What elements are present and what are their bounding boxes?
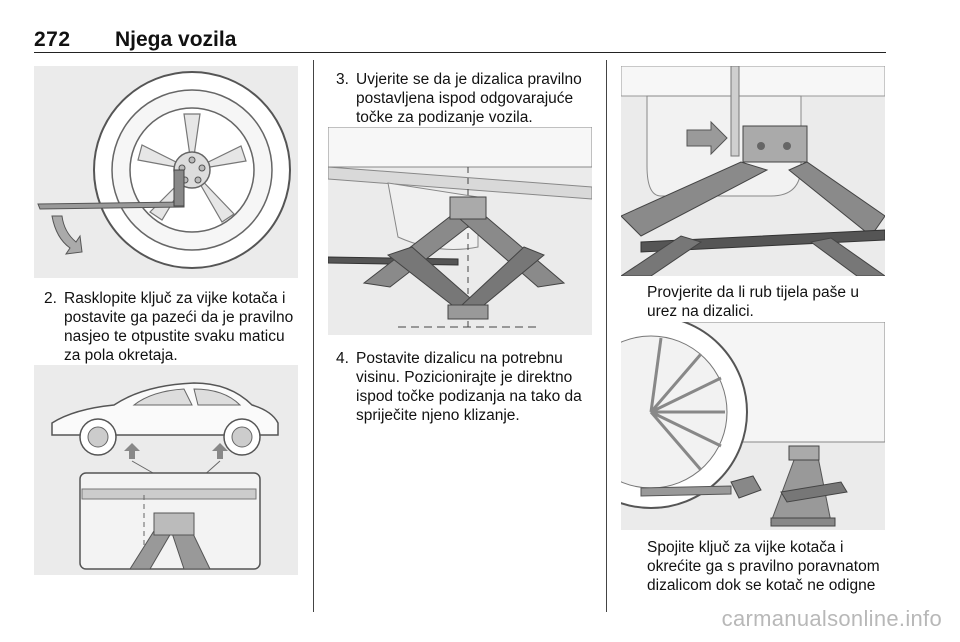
jack-under-point-illustration (328, 127, 592, 335)
column-divider-1 (313, 60, 314, 612)
step-2-text: Rasklopite ključ za vijke kotača i posta… (64, 290, 294, 364)
step-2-number: 2. (44, 290, 57, 307)
jack-notch-closeup-illustration (621, 66, 885, 276)
header-rule (34, 52, 886, 53)
page-title: Njega vozila (115, 28, 237, 51)
step-4-number: 4. (336, 350, 349, 367)
step-3-number: 3. (336, 71, 349, 88)
step-4: 4. Postavite dizalicu na potrebnu visinu.… (336, 349, 594, 425)
column-divider-2 (606, 60, 607, 612)
car-jack-points-illustration (34, 365, 298, 575)
step-3: 3. Uvjerite se da je dizalica pravilno po… (336, 70, 594, 127)
note-1: Provjerite da li rub tijela paše u urez … (647, 284, 859, 320)
wheel-wrench-illustration (34, 66, 298, 278)
watermark: carmanualsonline.info (721, 606, 942, 631)
step-4-text: Postavite dizalicu na potrebnu visinu. P… (356, 350, 582, 424)
step-2: 2. Rasklopite ključ za vijke kotača i pos… (44, 289, 300, 365)
page-number: 272 (34, 28, 71, 51)
wheel-lifting-illustration (621, 322, 885, 530)
step-3-text: Uvjerite se da je dizalica pravilno post… (356, 71, 582, 126)
note-2: Spojite ključ za vijke kotača i okrećite… (647, 539, 880, 594)
